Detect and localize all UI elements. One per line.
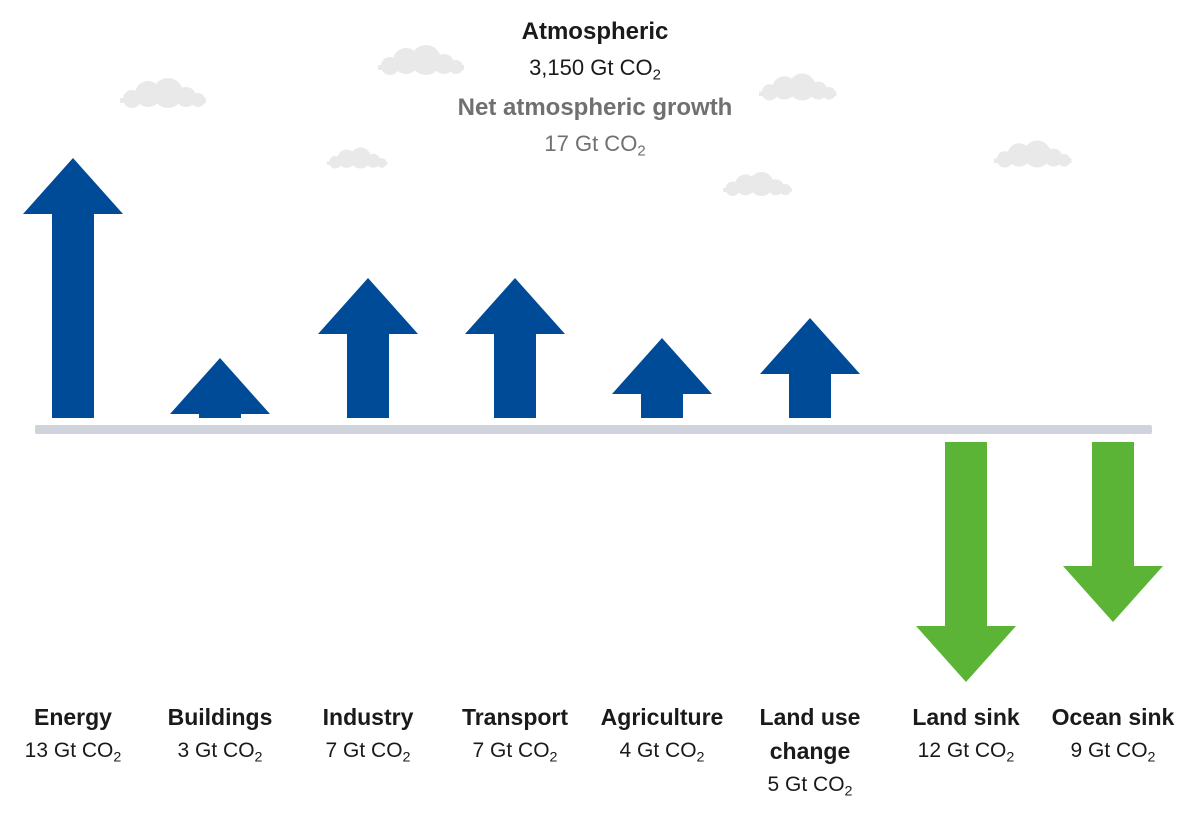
emission-arrow-agriculture [612, 338, 712, 418]
flux-value: 4 Gt CO2 [587, 734, 737, 768]
flux-value: 7 Gt CO2 [440, 734, 590, 768]
cloud-icon [378, 45, 464, 75]
flux-value-text: 4 Gt CO [619, 739, 697, 762]
flux-name-line2: change [769, 738, 851, 764]
flux-name: Transport [461, 704, 569, 730]
flux-value-subscript: 2 [549, 749, 558, 766]
flux-name: Industry [322, 704, 414, 730]
flux-value-subscript: 2 [254, 749, 263, 766]
flux-value: 5 Gt CO2 [735, 768, 885, 802]
flux-value-text: 7 Gt CO [325, 739, 403, 762]
cloud-icon [994, 140, 1072, 168]
flux-label-land-use-change: Land use change 5 Gt CO2 [735, 700, 885, 802]
cloud-icon [759, 73, 837, 101]
flux-value: 7 Gt CO2 [293, 734, 443, 768]
flux-value: 9 Gt CO2 [1038, 734, 1188, 768]
flux-name: Agriculture [600, 704, 724, 730]
cloud-icon [723, 172, 792, 196]
cloud-icon [327, 147, 388, 169]
emission-arrow-energy [23, 158, 123, 418]
flux-name: Land use [759, 704, 861, 730]
flux-value-text: 7 Gt CO [472, 739, 550, 762]
emission-arrow-land-use-change [760, 318, 860, 418]
flux-value-subscript: 2 [402, 749, 411, 766]
atmospheric-unit-subscript: 2 [652, 66, 661, 84]
flux-label-transport: Transport 7 Gt CO2 [440, 700, 590, 768]
flux-label-ocean-sink: Ocean sink 9 Gt CO2 [1038, 700, 1188, 768]
atmospheric-amount: 3,150 [529, 55, 585, 80]
flux-value: 13 Gt CO2 [0, 734, 148, 768]
flux-value: 12 Gt CO2 [891, 734, 1041, 768]
emission-arrow-industry [318, 278, 418, 418]
emission-arrow-transport [465, 278, 565, 418]
growth-block: Net atmospheric growth 17 Gt CO2 [300, 92, 890, 164]
flux-value: 3 Gt CO2 [145, 734, 295, 768]
sink-arrow-ocean-sink [1063, 442, 1163, 622]
growth-title: Net atmospheric growth [457, 94, 733, 121]
flux-value-text: 12 Gt CO [917, 739, 1007, 762]
atmospheric-value: 3,150 Gt CO2 [300, 48, 890, 88]
cloud-icon [120, 78, 206, 108]
flux-label-land-sink: Land sink 12 Gt CO2 [891, 700, 1041, 768]
surface-baseline [35, 425, 1152, 434]
growth-unit-subscript: 2 [637, 142, 646, 160]
flux-name: Buildings [167, 704, 273, 730]
atmospheric-unit: Gt CO [590, 55, 653, 80]
flux-value-text: 5 Gt CO [767, 773, 845, 796]
flux-name: Ocean sink [1051, 704, 1175, 730]
growth-unit: Gt CO [574, 131, 638, 156]
sink-arrow-land-sink [916, 442, 1016, 682]
atmospheric-block: Atmospheric 3,150 Gt CO2 [300, 16, 890, 88]
flux-value-subscript: 2 [1006, 749, 1015, 766]
flux-label-energy: Energy 13 Gt CO2 [0, 700, 148, 768]
flux-arrows [23, 158, 1163, 682]
growth-value: 17 Gt CO2 [300, 124, 890, 164]
flux-label-industry: Industry 7 Gt CO2 [293, 700, 443, 768]
flux-value-text: 3 Gt CO [177, 739, 255, 762]
flux-value-subscript: 2 [1147, 749, 1156, 766]
flux-label-buildings: Buildings 3 Gt CO2 [145, 700, 295, 768]
flux-value-subscript: 2 [113, 749, 122, 766]
flux-value-text: 13 Gt CO [24, 739, 114, 762]
emission-arrow-buildings [170, 358, 270, 418]
flux-name: Energy [34, 704, 112, 730]
growth-amount: 17 [544, 131, 569, 156]
flux-value-subscript: 2 [844, 783, 853, 800]
flux-value-text: 9 Gt CO [1070, 739, 1148, 762]
flux-label-agriculture: Agriculture 4 Gt CO2 [587, 700, 737, 768]
cloud-layer [120, 45, 1072, 196]
flux-value-subscript: 2 [696, 749, 705, 766]
flux-name: Land sink [912, 704, 1020, 730]
atmospheric-title: Atmospheric [521, 18, 669, 45]
